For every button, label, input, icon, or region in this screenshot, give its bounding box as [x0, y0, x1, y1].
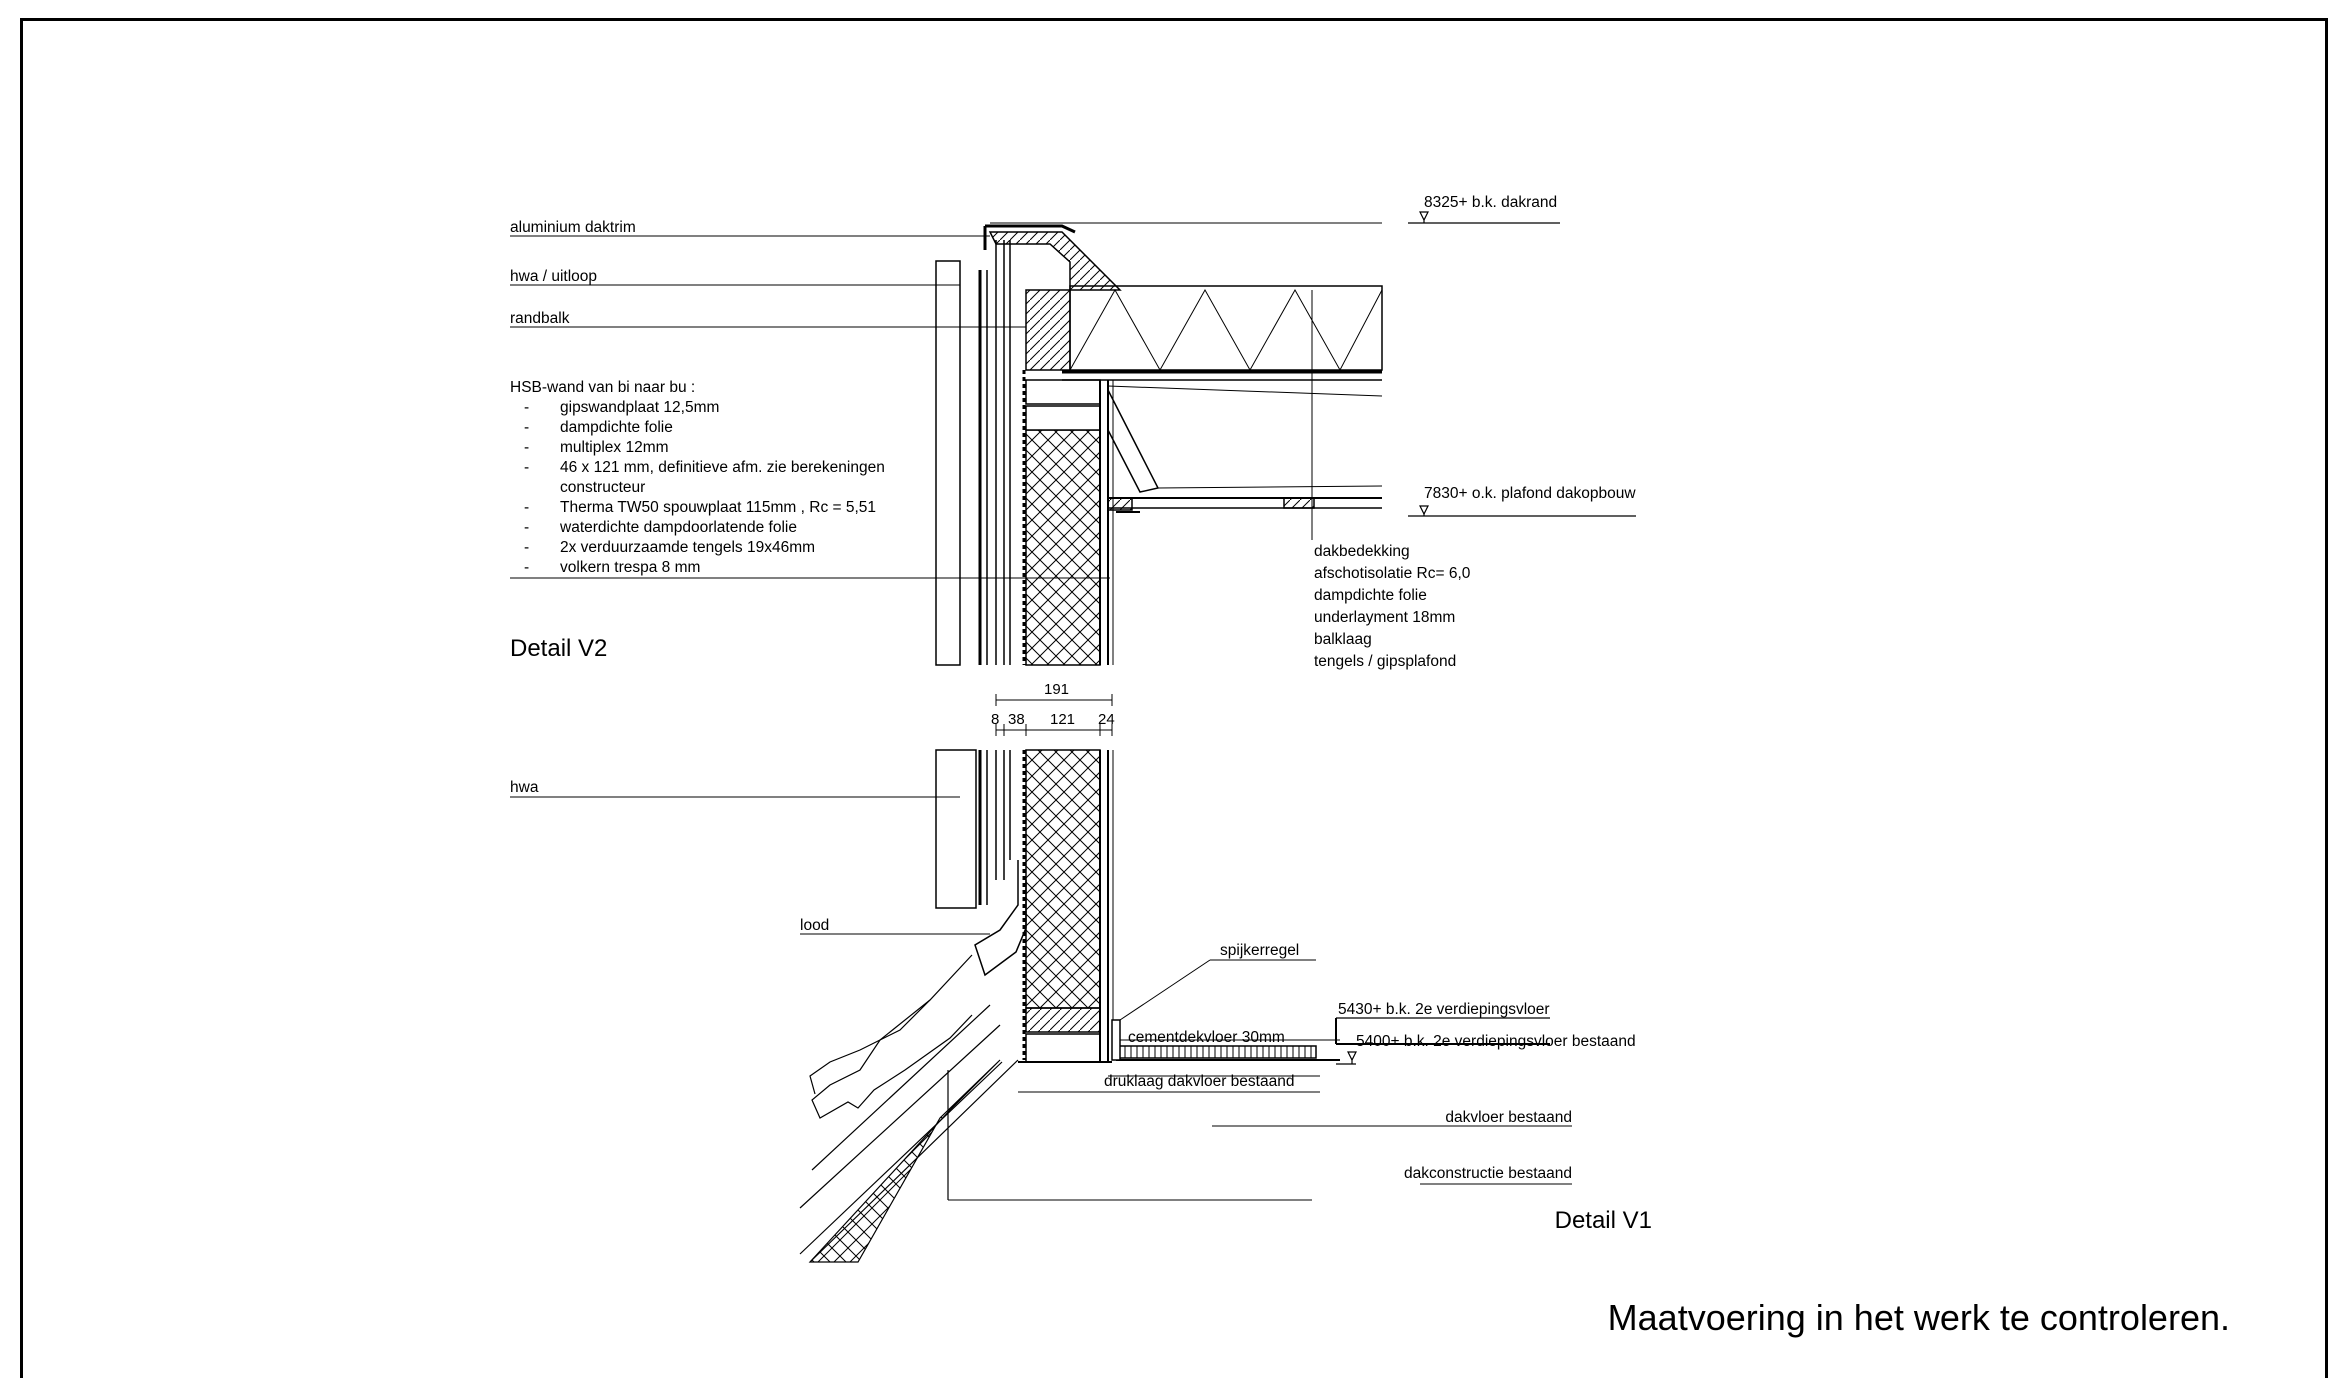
- top-plate-2: [1025, 405, 1101, 431]
- hwa-pipe-upper: [935, 260, 961, 666]
- label-spijkerregel: spijkerregel: [1220, 942, 1299, 959]
- label-druklaag: druklaag dakvloer bestaand: [1104, 1073, 1294, 1090]
- aluminium-daktrim: [988, 231, 1122, 291]
- leader-lines: [510, 222, 1572, 1185]
- roof-layer: dampdichte folie: [1314, 587, 1427, 604]
- hsb-item: 46 x 121 mm, definitieve afm. zie bereke…: [560, 459, 885, 476]
- dim-part: 121: [1050, 711, 1075, 728]
- svg-text:-: -: [524, 519, 529, 536]
- hwa-pipe-lower: [935, 749, 977, 909]
- roof-layer: dakbedekking: [1314, 543, 1410, 560]
- level-markers: [1335, 211, 1636, 1065]
- dim-total: 191: [1044, 681, 1069, 698]
- insulation-lower: [1025, 749, 1101, 1009]
- roof-layer: afschotisolatie Rc= 6,0: [1314, 565, 1471, 582]
- label-hwa-uitloop: hwa / uitloop: [510, 268, 597, 285]
- dim-part: 8: [991, 711, 999, 728]
- label-randbalk: randbalk: [510, 310, 570, 327]
- svg-text:-: -: [524, 499, 529, 516]
- hsb-item: volkern trespa 8 mm: [560, 559, 700, 576]
- roof-layer: underlayment 18mm: [1314, 609, 1455, 626]
- detail-v1-title: Detail V1: [1555, 1207, 1652, 1234]
- svg-text:-: -: [524, 539, 529, 556]
- label-dakvloer-bestaand: dakvloer bestaand: [1445, 1109, 1572, 1126]
- randbalk: [1025, 289, 1071, 371]
- upper-wall-section: [935, 224, 1383, 666]
- label-aluminium-daktrim: aluminium daktrim: [510, 219, 636, 236]
- bottom-plate: [1025, 1007, 1101, 1033]
- level-verdieping-bestaand: 5400+ b.k. 2e verdiepingsvloer bestaand: [1356, 1033, 1636, 1050]
- hsb-item: dampdichte folie: [560, 419, 673, 436]
- hsb-item: gipswandplaat 12,5mm: [560, 399, 719, 416]
- label-dakconstructie-bestaand: dakconstructie bestaand: [1404, 1165, 1572, 1182]
- lower-wall-section: [799, 749, 1340, 1263]
- hsb-item: constructeur: [560, 479, 645, 496]
- drawing-frame: [20, 18, 2328, 1378]
- lood-flashing: [974, 860, 1027, 977]
- roof-build-up: dakbedekking afschotisolatie Rc= 6,0 dam…: [1314, 543, 1471, 670]
- insulation-upper: [1025, 429, 1101, 666]
- dim-part: 24: [1098, 711, 1115, 728]
- cement-floor: [1115, 1045, 1317, 1059]
- level-plafond: 7830+ o.k. plafond dakopbouw: [1424, 485, 1636, 502]
- svg-text:-: -: [524, 459, 529, 476]
- label-lood: lood: [800, 917, 829, 934]
- hsb-item: 2x verduurzaamde tengels 19x46mm: [560, 539, 815, 556]
- roof-truss: [1069, 288, 1383, 372]
- hsb-item: Therma TW50 spouwplaat 115mm , Rc = 5,51: [560, 499, 876, 516]
- svg-text:-: -: [524, 399, 529, 416]
- detail-v2-title: Detail V2: [510, 635, 607, 662]
- svg-text:-: -: [524, 419, 529, 436]
- hsb-title: HSB-wand van bi naar bu :: [510, 379, 695, 396]
- dim-part: 38: [1008, 711, 1025, 728]
- svg-text:-: -: [524, 559, 529, 576]
- ceiling-bracket: [1107, 389, 1160, 493]
- label-cementdekvloer: cementdekvloer 30mm: [1128, 1029, 1285, 1046]
- level-verdieping: 5430+ b.k. 2e verdiepingsvloer: [1338, 1001, 1550, 1018]
- hsb-item: waterdichte dampdoorlatende folie: [559, 519, 797, 536]
- roof-package: [1069, 285, 1383, 371]
- top-plate: [1025, 379, 1101, 405]
- sloped-roof-existing: [799, 954, 1320, 1263]
- roof-layer: balklaag: [1314, 631, 1372, 648]
- roof-layer: tengels / gipsplafond: [1314, 653, 1456, 670]
- bottom-plate-2: [1025, 1033, 1101, 1063]
- level-dakrand: 8325+ b.k. dakrand: [1424, 194, 1557, 211]
- dimension-lines: [995, 694, 1113, 736]
- svg-text:-: -: [524, 439, 529, 456]
- label-hwa: hwa: [510, 779, 539, 796]
- hsb-item: multiplex 12mm: [560, 439, 669, 456]
- footer-note: Maatvoering in het werk te controleren.: [1608, 1297, 2230, 1338]
- hsb-wall-description: HSB-wand van bi naar bu : - gipswandplaa…: [510, 379, 885, 576]
